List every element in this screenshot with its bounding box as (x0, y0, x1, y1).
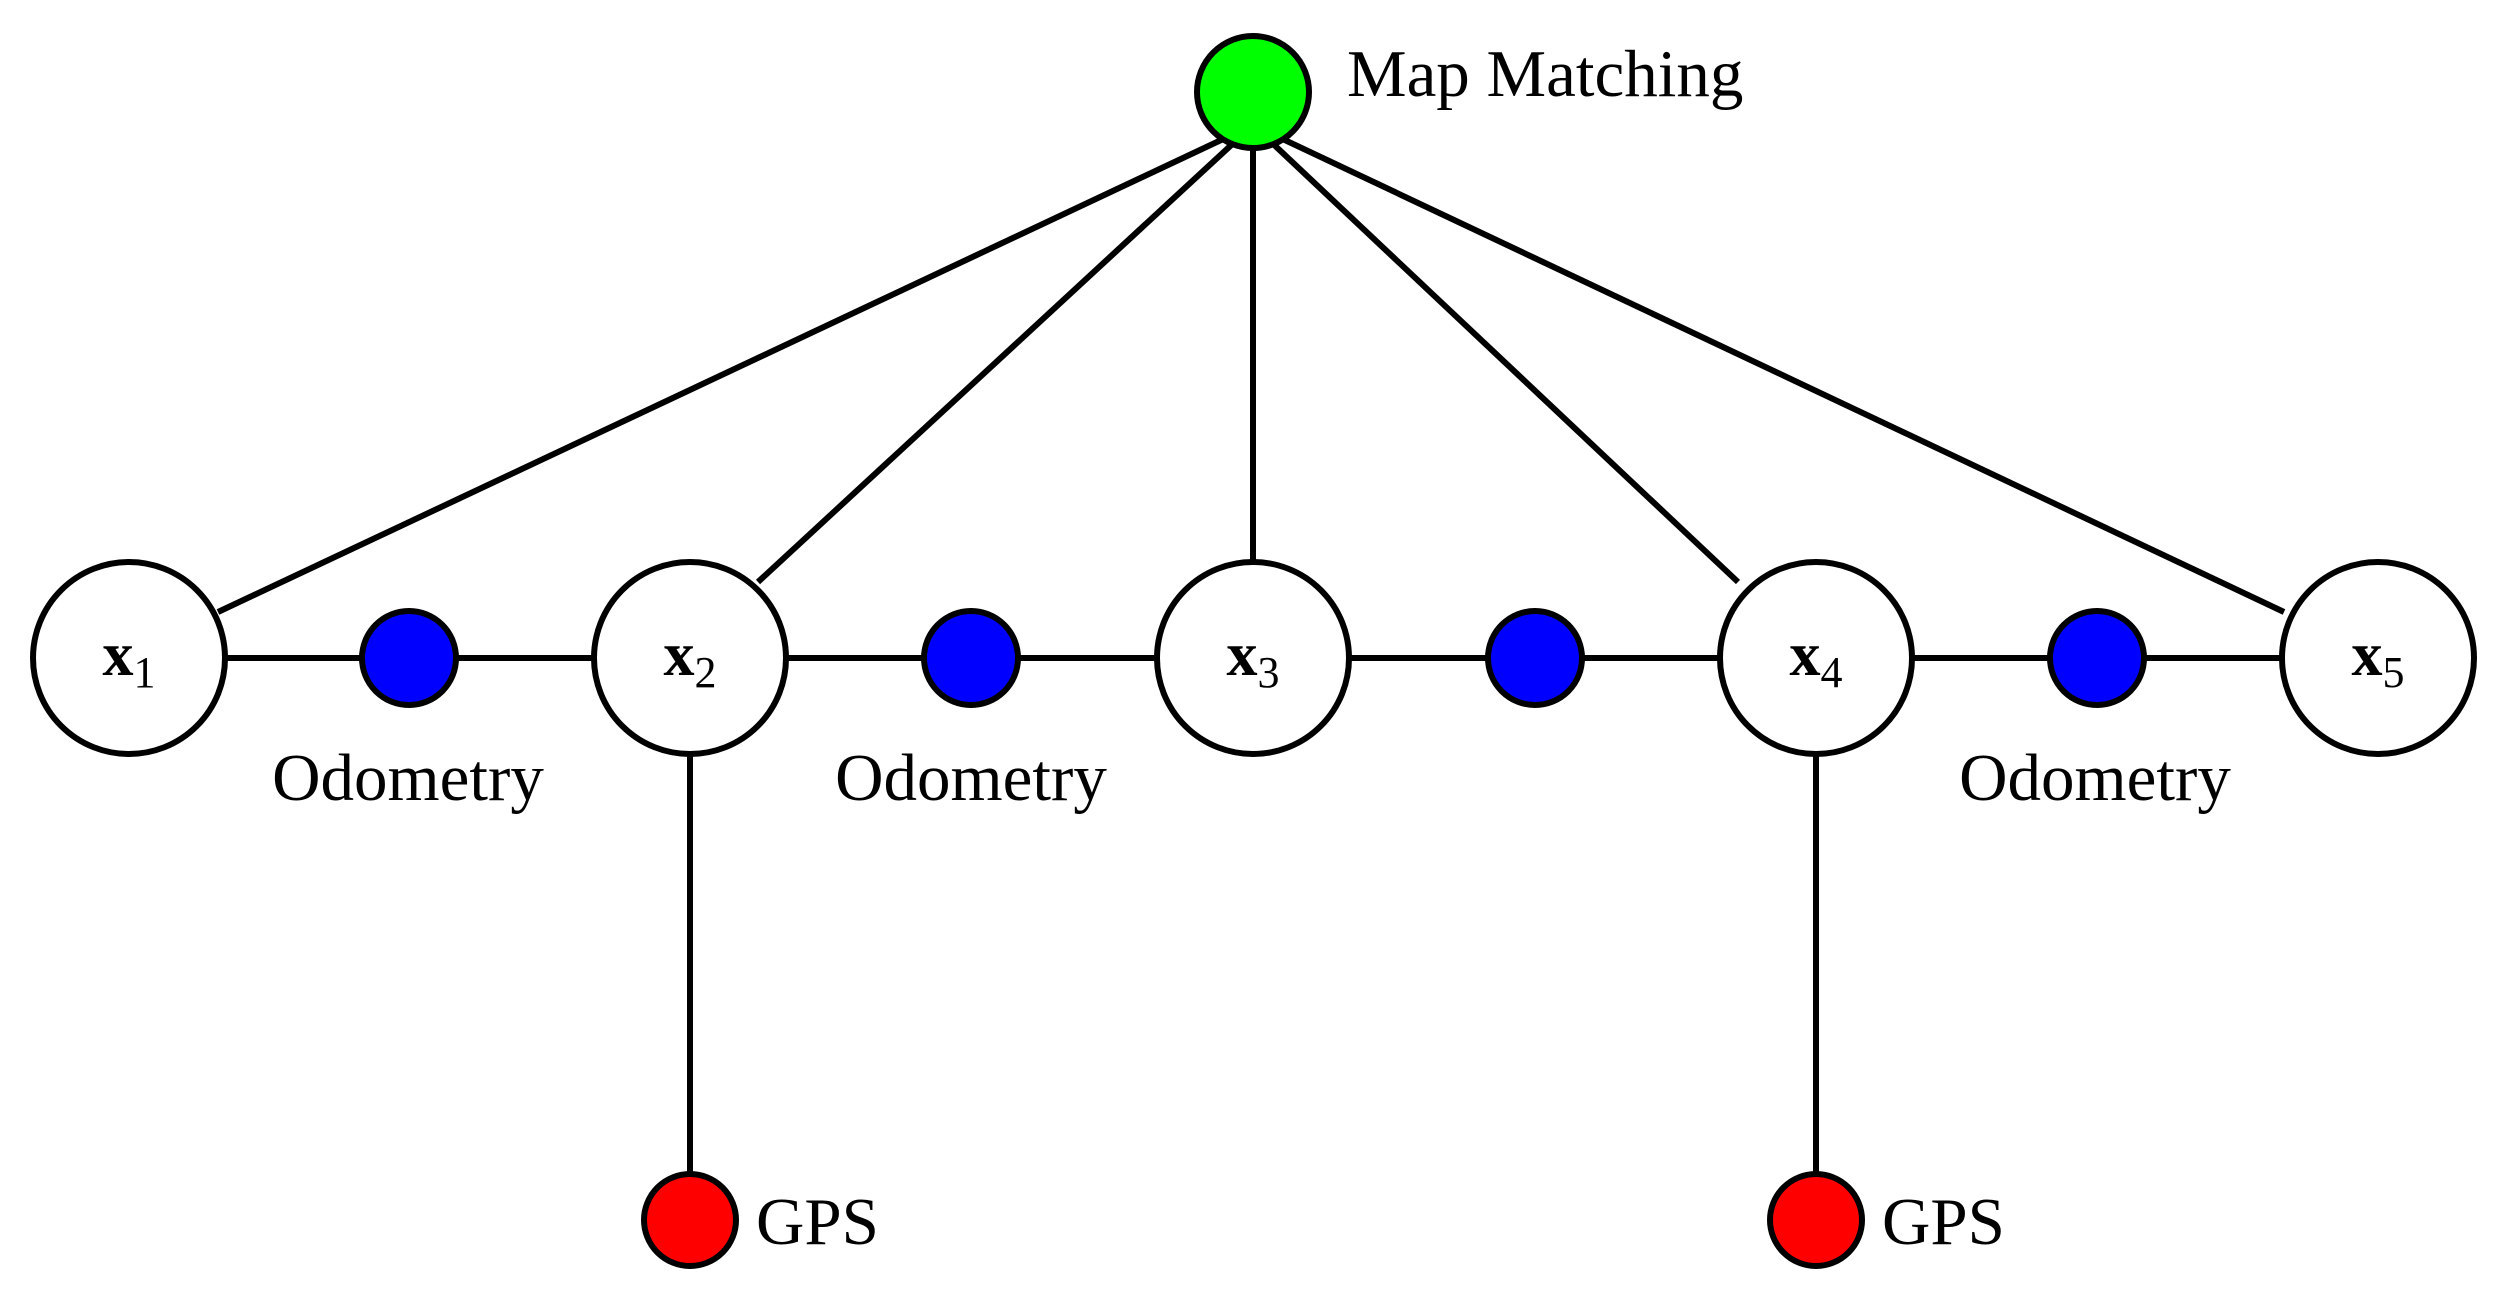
odometry-factor-3 (1485, 608, 1585, 708)
variable-node-x2: x2 (591, 559, 789, 757)
gps-factor-1 (641, 1171, 739, 1269)
edges (216, 122, 2286, 1172)
variable-node-x5: x5 (2279, 559, 2477, 757)
odometry-factor-4 (2047, 608, 2147, 708)
map-matching-factor (1194, 33, 1312, 151)
variable-node-x3: x3 (1154, 559, 1352, 757)
edge-map-x1 (216, 122, 1255, 615)
odometry-factor-2 (921, 608, 1021, 708)
edge-map-x4 (1250, 122, 1741, 585)
edge-map-x5 (1251, 122, 2286, 615)
svg-text:x3: x3 (1227, 621, 1280, 697)
gps-factor-2 (1767, 1171, 1865, 1269)
svg-text:x2: x2 (664, 621, 717, 697)
odometry-factor-1 (359, 608, 459, 708)
svg-text:x1: x1 (103, 621, 156, 697)
variable-node-x4: x4 (1717, 559, 1915, 757)
odometry-label-2: Odometry (835, 741, 1107, 815)
odometry-label-4: Odometry (1959, 741, 2231, 815)
gps-label-2: GPS (1882, 1185, 2005, 1259)
odometry-label-1: Odometry (272, 741, 544, 815)
map-matching-label: Map Matching (1347, 37, 1743, 111)
variable-node-x1: x1 (30, 559, 228, 757)
edge-map-x2 (755, 122, 1256, 585)
svg-text:x4: x4 (1790, 621, 1843, 697)
svg-text:x5: x5 (2352, 621, 2405, 697)
gps-label-1: GPS (756, 1185, 879, 1259)
